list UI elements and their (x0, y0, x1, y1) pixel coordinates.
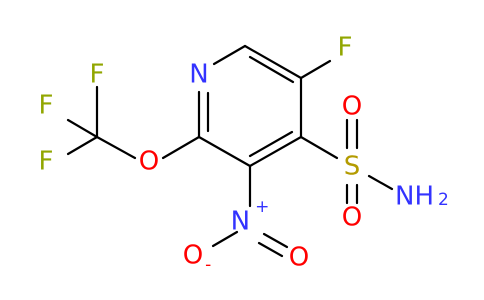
bond-s-n-amide (367, 174, 394, 191)
bond-n-o-minus (211, 230, 239, 248)
bond-n-c6 (212, 44, 247, 66)
bond-c2-o-ether (161, 135, 201, 160)
bond-o-cf3 (95, 135, 137, 160)
atom-labels: N F S O O NH 2 O F F F N + O - O (39, 33, 449, 276)
nitro-nitrogen-label: N + (231, 197, 270, 237)
ring-nitrogen-label: N (189, 60, 208, 90)
bond-n-o-double-b (257, 241, 284, 258)
sulfur-label: S (344, 152, 361, 182)
amide-nitrogen-label: NH 2 (395, 182, 449, 212)
ring-fluorine-label: F (338, 33, 353, 63)
bond-c3-c2 (197, 135, 252, 168)
sulfonyl-oxygen-bottom-label: O (342, 203, 362, 233)
bond-c-f-bottom (66, 135, 99, 156)
bonds (66, 44, 394, 258)
nitro-oxygen-double-label: O (289, 243, 309, 273)
cf3-fluorine-bottom-label: F (39, 147, 54, 177)
bond-n-o-double-a (262, 232, 289, 249)
sulfonyl-oxygen-top-label: O (342, 92, 362, 122)
bond-c6-c5-inner (248, 55, 295, 84)
cf3-fluorine-top-label: F (90, 60, 105, 90)
bond-c4-c3-inner (248, 130, 294, 158)
bond-c5-f (299, 59, 332, 80)
bond-c-f-left (66, 118, 99, 139)
bond-c4-c3 (248, 135, 303, 168)
cf3-fluorine-left-label: F (39, 91, 54, 121)
bond-c4-s (299, 135, 339, 160)
bond-c6-c5 (243, 44, 303, 80)
nitro-oxygen-minus-label: O - (183, 241, 212, 276)
ether-oxygen-label: O (139, 147, 159, 177)
